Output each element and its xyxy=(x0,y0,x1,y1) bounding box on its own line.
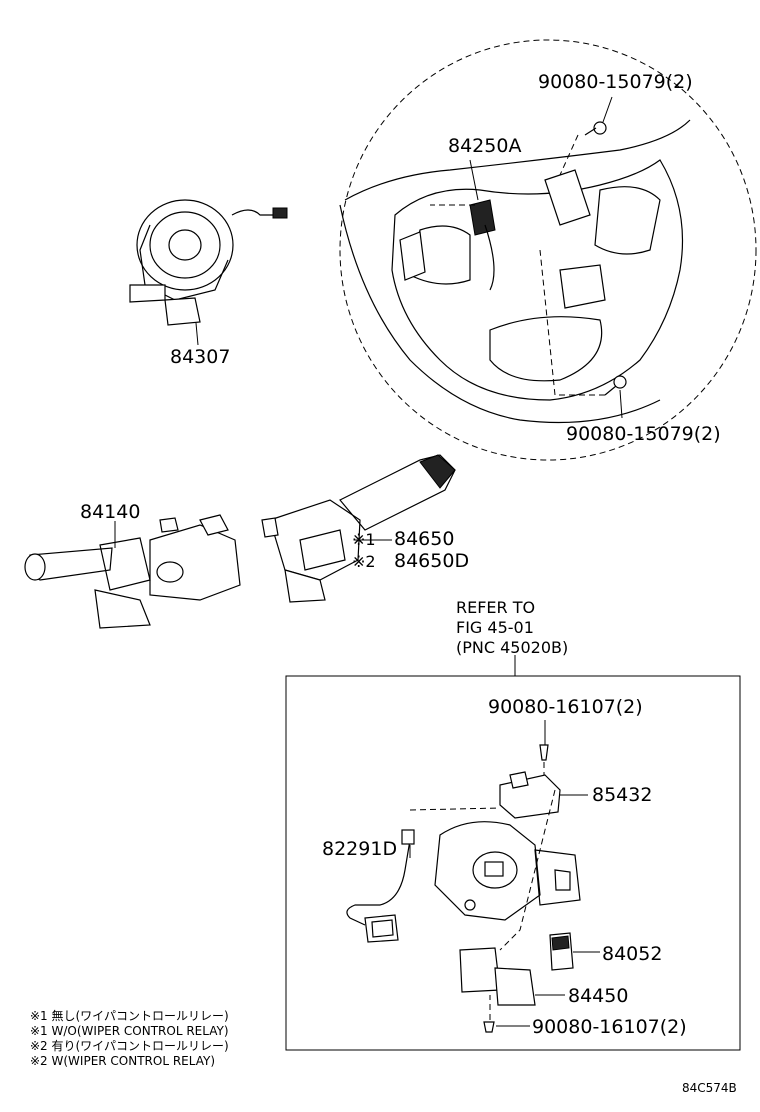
refer-line-1: REFER TO xyxy=(456,598,535,617)
label-90080-16107-top: 90080-16107(2) xyxy=(488,696,643,718)
label-90080-16107-bot: 90080-16107(2) xyxy=(532,1016,687,1038)
reference-box xyxy=(285,675,741,1051)
marker-2: ※2 xyxy=(352,552,376,571)
steering-wheel-drawing xyxy=(339,39,757,461)
spiral-cable-drawing xyxy=(129,199,288,326)
label-84250a: 84250A xyxy=(448,135,521,157)
refer-line-2: FIG 45-01 xyxy=(456,618,534,637)
label-84450: 84450 xyxy=(568,985,628,1007)
label-84140: 84140 xyxy=(80,501,140,523)
combination-switch-drawing xyxy=(24,514,241,629)
steering-column-drawing xyxy=(346,744,581,1033)
note-4: ※2 W(WIPER CONTROL RELAY) xyxy=(30,1054,215,1068)
note-3: ※2 有り(ワイパコントロールリレー) xyxy=(30,1039,229,1053)
marker-1: ※1 xyxy=(352,530,376,549)
label-90080-15079-bot: 90080-15079(2) xyxy=(566,423,721,445)
label-90080-15079-top: 90080-15079(2) xyxy=(538,71,693,93)
note-1: ※1 無し(ワイパコントロールリレー) xyxy=(30,1008,229,1023)
label-84650: 84650 xyxy=(394,528,454,550)
label-82291d: 82291D xyxy=(322,838,397,860)
wiper-switch-drawing xyxy=(261,454,456,603)
note-2: ※1 W/O(WIPER CONTROL RELAY) xyxy=(30,1024,229,1038)
refer-line-3: (PNC 45020B) xyxy=(456,638,568,657)
label-84307: 84307 xyxy=(170,346,230,368)
label-84052: 84052 xyxy=(602,943,662,965)
figure-code: 84C574B xyxy=(682,1081,737,1095)
label-85432: 85432 xyxy=(592,784,652,806)
label-84650d: 84650D xyxy=(394,550,469,572)
